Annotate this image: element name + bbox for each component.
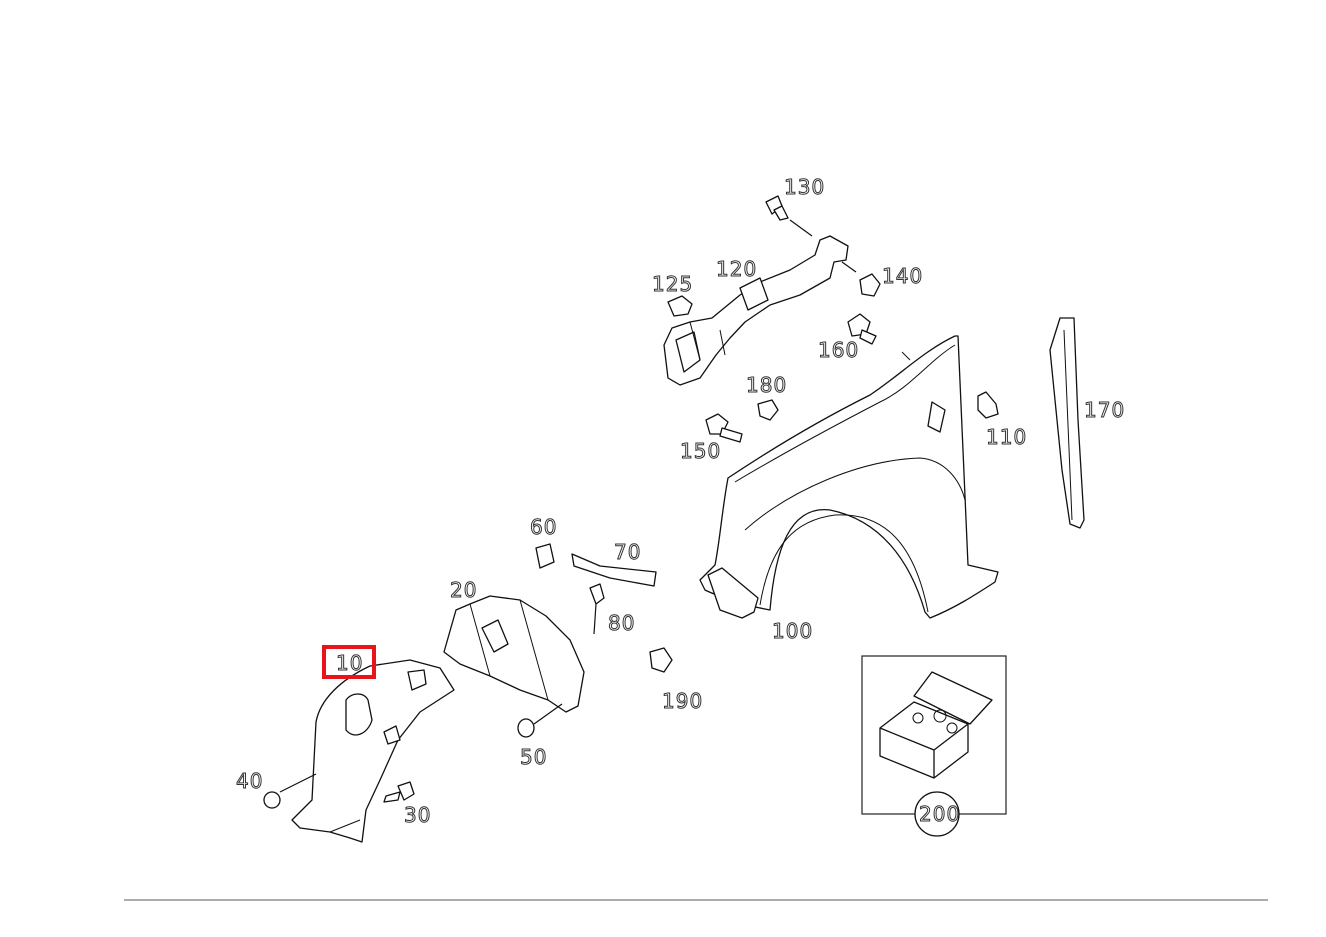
- callout-10[interactable]: 10: [336, 651, 363, 676]
- callout-150[interactable]: 150: [680, 439, 721, 464]
- callout-110[interactable]: 110: [986, 425, 1027, 450]
- callout-120[interactable]: 120: [716, 257, 757, 282]
- callout-180[interactable]: 180: [746, 373, 787, 398]
- kit-part-2: [933, 709, 947, 723]
- bolt-part-160[interactable]: [847, 313, 877, 345]
- callout-200-circle: [914, 791, 960, 837]
- seal-strip-part-170[interactable]: [1049, 317, 1085, 529]
- callout-30[interactable]: 30: [404, 803, 431, 828]
- mounting-bracket-part-120[interactable]: [663, 235, 849, 386]
- pad-part-60[interactable]: [535, 543, 555, 569]
- selected-callout-highlight: [322, 645, 376, 679]
- callout-140[interactable]: 140: [882, 264, 923, 289]
- callout-80[interactable]: 80: [608, 611, 635, 636]
- bolt-part-150[interactable]: [705, 413, 743, 443]
- clip-part-125[interactable]: [667, 295, 693, 317]
- rivet-part-80[interactable]: [589, 583, 605, 635]
- kit-box-lid: [913, 671, 993, 725]
- screw-part-30[interactable]: [383, 781, 415, 803]
- bracket-part-110[interactable]: [977, 391, 999, 419]
- callout-190[interactable]: 190: [662, 689, 703, 714]
- callout-40[interactable]: 40: [236, 769, 263, 794]
- callout-70[interactable]: 70: [614, 540, 641, 565]
- kit-part-1: [912, 712, 924, 724]
- plug-part-40[interactable]: [263, 773, 317, 809]
- callout-160[interactable]: 160: [818, 338, 859, 363]
- callout-170[interactable]: 170: [1084, 398, 1125, 423]
- callout-20[interactable]: 20: [450, 578, 477, 603]
- callout-125[interactable]: 125: [652, 272, 693, 297]
- plug-part-50[interactable]: [517, 703, 563, 738]
- fender-part-100[interactable]: [699, 335, 999, 619]
- kit-box: [879, 701, 969, 779]
- wheel-arch-liner-part-20[interactable]: [443, 595, 585, 713]
- callout-100[interactable]: 100: [772, 619, 813, 644]
- callout-200[interactable]: 200: [919, 802, 960, 827]
- wheel-arch-liner-part-10[interactable]: [291, 659, 455, 843]
- callout-60[interactable]: 60: [530, 515, 557, 540]
- nut-part-140[interactable]: [841, 261, 881, 297]
- screw-part-130[interactable]: [765, 195, 813, 237]
- clip-part-190[interactable]: [649, 647, 673, 673]
- trim-strip-part-70[interactable]: [571, 553, 657, 587]
- callout-130[interactable]: 130: [784, 175, 825, 200]
- kit-part-3: [946, 722, 958, 734]
- repair-kit-part-200[interactable]: [861, 655, 1007, 837]
- clip-part-180[interactable]: [757, 399, 779, 421]
- callout-50[interactable]: 50: [520, 745, 547, 770]
